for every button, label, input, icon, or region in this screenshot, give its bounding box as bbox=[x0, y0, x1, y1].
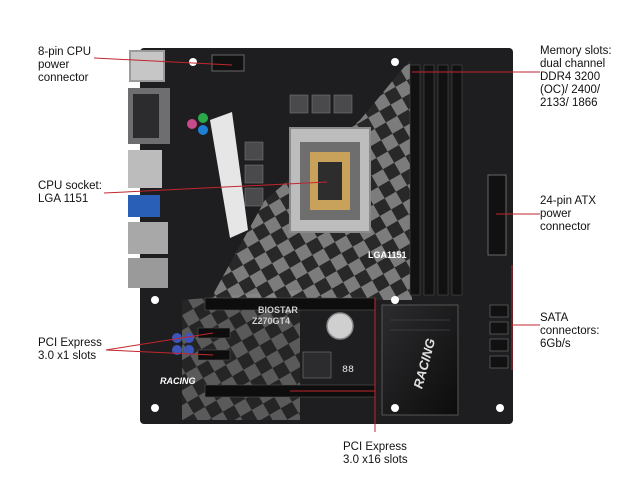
label-sata-connectors: SATA connectors: 6Gb/s bbox=[540, 312, 600, 350]
cmos-battery bbox=[326, 312, 354, 340]
label-pcie-x16: PCI Express 3.0 x16 slots bbox=[343, 441, 408, 466]
super-io-chip bbox=[302, 351, 332, 379]
sata-connectors bbox=[489, 304, 509, 369]
racing-logo: RACING bbox=[160, 376, 196, 386]
white-stripe bbox=[210, 112, 248, 238]
board-model-marking: Z270GT4 bbox=[252, 316, 290, 326]
cpu-power-connector bbox=[211, 54, 245, 72]
atx-power-connector bbox=[487, 174, 507, 256]
label-atx-power-connector: 24-pin ATX power connector bbox=[540, 195, 597, 233]
board-brand-marking: BIOSTAR bbox=[258, 305, 298, 315]
debug-display: 88 bbox=[342, 365, 354, 376]
socket-marking: LGA1151 bbox=[368, 250, 407, 260]
label-cpu-power-connector: 8-pin CPU power connector bbox=[38, 46, 92, 84]
label-cpu-socket: CPU socket: LGA 1151 bbox=[38, 180, 102, 205]
cpu-socket bbox=[289, 127, 371, 233]
label-memory-slots: Memory slots: dual channel DDR4 3200 (OC… bbox=[540, 45, 612, 109]
label-pcie-x1: PCI Express 3.0 x1 slots bbox=[38, 337, 102, 362]
dimm-slots bbox=[409, 64, 463, 296]
chipset-heatsink bbox=[381, 304, 459, 416]
